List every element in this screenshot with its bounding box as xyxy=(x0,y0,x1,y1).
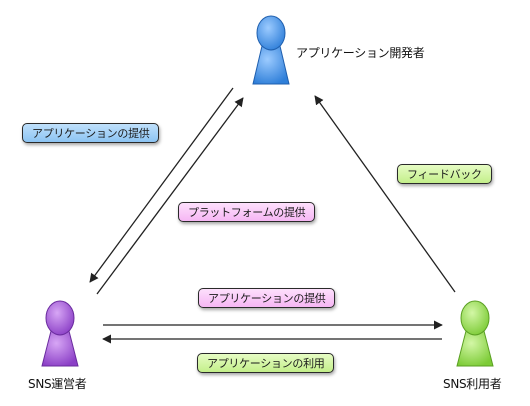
tag-app-supply-to-user: アプリケーションの提供 xyxy=(198,288,336,308)
user-label: SNS利用者 xyxy=(443,377,502,391)
tag-app-supply-to-operator: アプリケーションの提供 xyxy=(22,123,160,143)
tag-feedback: フィードバック xyxy=(397,164,492,184)
tag-platform-supply: プラットフォームの提供 xyxy=(178,202,316,222)
arrow-user-to-dev xyxy=(314,95,456,293)
user-figure-icon xyxy=(456,300,494,367)
developer-figure-icon xyxy=(252,15,290,85)
arrow-operator-to-dev xyxy=(96,97,244,295)
operator-label: SNS運営者 xyxy=(28,377,87,391)
tag-app-use: アプリケーションの利用 xyxy=(197,353,335,373)
arrow-dev-to-operator xyxy=(89,87,234,283)
developer-label: アプリケーション開発者 xyxy=(296,46,425,60)
operator-figure-icon xyxy=(41,300,79,367)
